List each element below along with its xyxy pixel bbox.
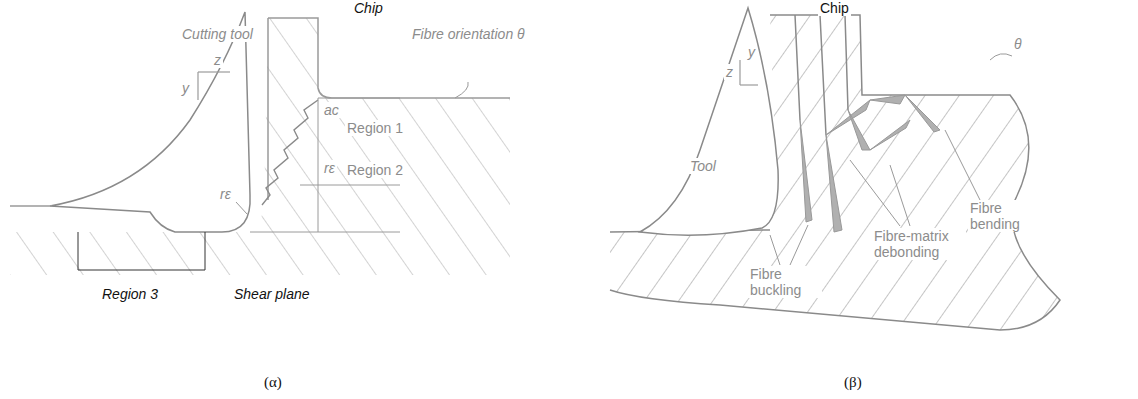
damage-label: Fibre-matrix debonding xyxy=(872,228,966,260)
shear-plane-label: Shear plane xyxy=(232,286,312,302)
chip-label: Chip xyxy=(818,0,851,16)
edge-radius-label: rε xyxy=(218,186,233,202)
panel-caption: (α) xyxy=(262,374,284,391)
chip-label: Chip xyxy=(352,0,385,16)
damage-label: Fibre bending xyxy=(968,200,1042,232)
edge-radius-label: rε xyxy=(322,160,337,176)
region-label: Region 1 xyxy=(345,120,405,136)
axis-label: z xyxy=(212,52,223,68)
uncut-depth-label: ac xyxy=(322,102,341,118)
panel-caption: (β) xyxy=(842,374,864,391)
region-label: Region 2 xyxy=(345,162,405,178)
region-label: Region 3 xyxy=(100,286,160,302)
axis-label: z xyxy=(724,64,735,80)
fibre-orientation-label: Fibre orientation θ xyxy=(410,26,527,42)
tool-label: Tool xyxy=(688,158,718,174)
angle-label: θ xyxy=(1012,36,1024,52)
tool-label: Cutting tool xyxy=(180,26,255,42)
axis-label: y xyxy=(180,80,191,96)
axis-label: y xyxy=(746,44,757,60)
damage-label: Fibre buckling xyxy=(748,266,822,298)
